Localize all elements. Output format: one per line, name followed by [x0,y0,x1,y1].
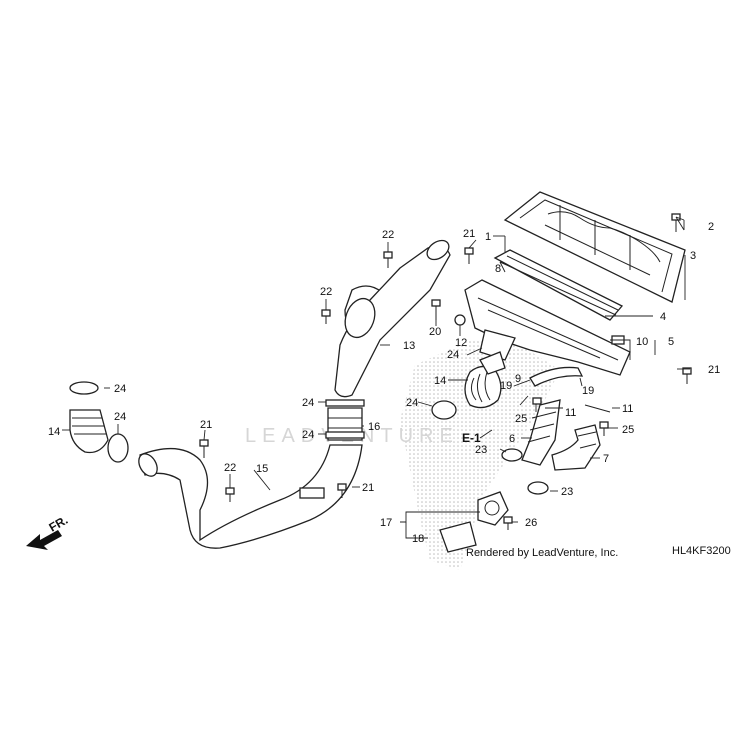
callout-24-left-top: 24 [114,383,126,395]
plate-17 [477,491,509,526]
callout-19-right: 19 [582,385,594,397]
bolt-20 [431,299,441,320]
bolt-21-duct-top [199,439,209,458]
band-24-center [431,400,457,420]
grommet-12 [454,314,466,326]
callout-4: 4 [660,311,666,323]
breather-hose [529,366,584,387]
callout-20: 20 [429,326,441,338]
callout-16: 16 [368,421,380,433]
callout-24-left-mid: 24 [114,411,126,423]
callout-9: 9 [515,373,521,385]
front-label: FR. [47,513,71,535]
bolt-25 [599,421,609,436]
callout-2: 2 [708,221,714,233]
air-cleaner-cover [503,191,686,303]
callout-22-pipe-top: 22 [382,229,394,241]
callout-13: 13 [403,340,415,352]
callout-23-right: 23 [561,486,573,498]
callout-12: 12 [455,337,467,349]
diagram-code: HL4KF3200 [672,545,731,557]
callout-25-center: 25 [515,413,527,425]
callout-21-duct-right: 21 [362,482,374,494]
leader-lines [62,216,690,539]
bolt-22-pipe-top [383,251,393,268]
callout-14-center: 14 [434,375,446,387]
callout-14-left: 14 [48,426,60,438]
callout-21-top: 21 [463,228,475,240]
callout-25-right: 25 [622,424,634,436]
band-24-left-top [69,381,99,395]
bolt-22-pipe-left [321,309,331,324]
callout-22-pipe-left: 22 [320,286,332,298]
rendered-by: Rendered by LeadVenture, Inc. [466,547,618,559]
callout-24-pipe-lower: 24 [302,429,314,441]
callout-24-center-band: 24 [406,397,418,409]
outlet-joint-left [69,409,109,454]
seal-18 [439,521,477,553]
shaded-region [400,340,560,570]
duct-6 [521,399,561,466]
bolt-2 [671,213,681,232]
callout-21-case-right: 21 [708,364,720,376]
inlet-duct-15 [138,444,363,549]
callout-3: 3 [690,250,696,262]
callout-18: 18 [412,533,424,545]
callout-19-center: 19 [500,380,512,392]
air-cleaner-case [464,279,631,376]
callout-22-duct: 22 [224,462,236,474]
callout-23-left: 23 [475,444,487,456]
callout-15: 15 [256,463,268,475]
callout-21-duct-top: 21 [200,419,212,431]
callout-17: 17 [380,517,392,529]
air-cleaner-element [493,249,624,321]
callout-24-pipe-upper: 24 [302,397,314,409]
band-24-left-mid [107,433,129,463]
section-ref: E-1 [462,431,481,445]
callout-24-outlet: 24 [447,349,459,361]
callout-8: 8 [495,263,501,275]
callout-11-center: 11 [565,407,576,419]
callout-11-right: 11 [622,403,633,415]
callout-26: 26 [525,517,537,529]
outlet-joint-center [464,351,506,409]
band-23-left [501,448,523,462]
band-24-lower [325,431,365,439]
section-ref-arrow-icon [479,429,493,439]
callout-6: 6 [509,433,515,445]
bolt-22-duct [225,487,235,502]
callout-5: 5 [668,336,674,348]
callout-7: 7 [603,453,609,465]
band-24-upper [325,399,365,407]
pin-11 [584,404,611,413]
duct-7 [551,424,601,471]
callout-10: 10 [636,336,648,348]
bolt-21-top [464,247,474,264]
intake-pipe-13 [334,239,451,398]
front-arrow-icon [26,530,62,550]
band-23-right [527,481,549,495]
clip-25-center [532,397,542,405]
callout-1: 1 [485,231,491,243]
callouts: 1 2 3 4 5 6 7 8 9 10 11 11 12 13 14 14 1… [48,221,720,545]
bolt-21-duct-right [337,483,347,498]
bolt-21-case-right [682,367,692,384]
bolt-26 [503,516,513,530]
